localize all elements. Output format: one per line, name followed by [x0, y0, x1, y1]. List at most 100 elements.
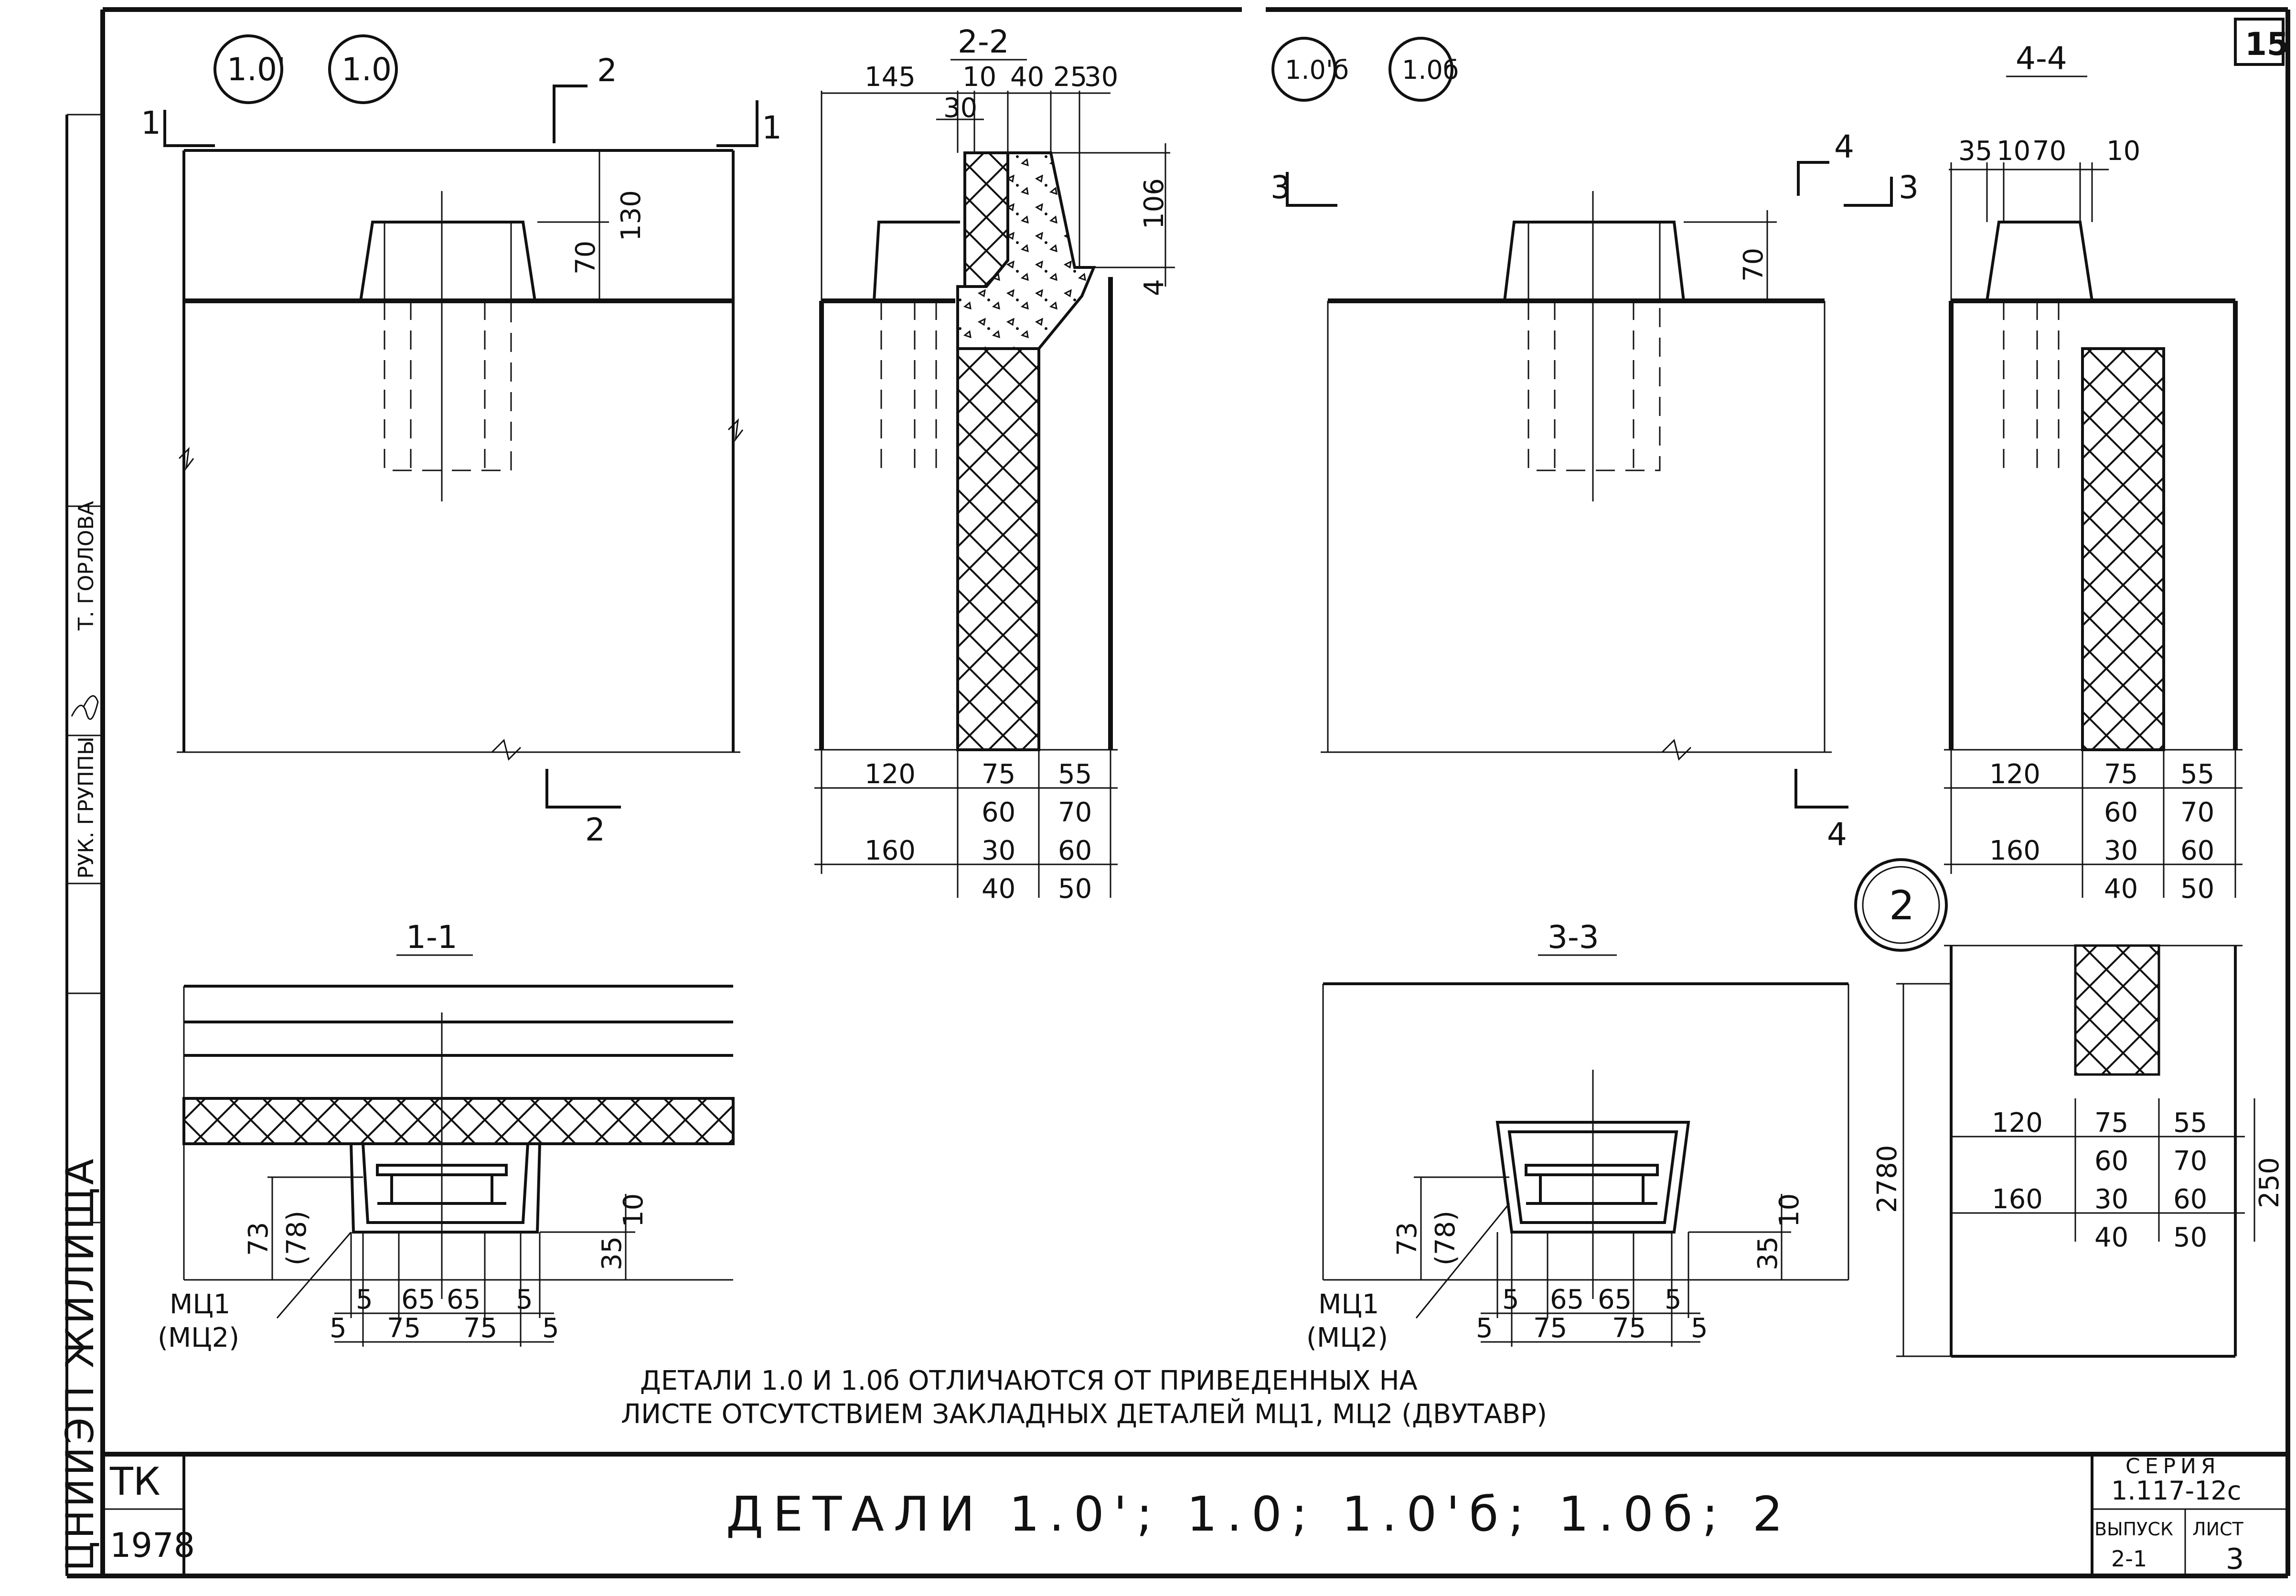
- label-mc1: МЦ1: [170, 1289, 230, 1320]
- dim-70-f: 70: [2173, 1146, 2207, 1177]
- dim-50-c: 50: [2173, 1222, 2207, 1253]
- svg-text:1.0': 1.0': [227, 51, 286, 88]
- dim-75: 75: [982, 759, 1015, 790]
- section-3-3-title: 3-3: [1548, 919, 1599, 956]
- cut-3-left: 3: [1271, 169, 1291, 206]
- dim-55-c: 55: [2173, 1107, 2207, 1138]
- dim-70-b: 70: [1058, 797, 1092, 828]
- dim-70-c: 70: [1738, 248, 1769, 282]
- dim-65-c: 65: [1550, 1284, 1584, 1315]
- detail-marker-1-0: 1.0: [328, 34, 398, 104]
- dim-10-d: 10: [2106, 136, 2140, 167]
- cut-2-top: 2: [597, 52, 617, 89]
- dim-60-b: 60: [1058, 835, 1092, 866]
- drawing-title: ДЕТАЛИ 1.0'; 1.0; 1.0'б; 1.0б; 2: [726, 1486, 1793, 1542]
- year-label: 1978: [110, 1526, 195, 1565]
- dim-120-c: 120: [1992, 1107, 2043, 1138]
- dim-40-d: 40: [2094, 1222, 2128, 1253]
- section-4-4-title: 4-4: [2016, 40, 2067, 77]
- dim-10-s: 10: [618, 1193, 649, 1227]
- dim-65-d: 65: [1598, 1284, 1632, 1315]
- dim-40-b: 40: [982, 873, 1015, 904]
- dim-4: 4: [1139, 279, 1170, 296]
- dim-130: 130: [616, 190, 647, 241]
- dim-5-h: 5: [1691, 1313, 1708, 1344]
- dim-75-f: 75: [1533, 1313, 1567, 1344]
- dim-120: 120: [865, 759, 916, 790]
- label-mc2: (МЦ2): [158, 1322, 239, 1353]
- dim-10-t: 10: [1774, 1193, 1805, 1227]
- group-head-label: РУК. ГРУППЫ: [74, 736, 98, 879]
- dim-75-b: 75: [2104, 759, 2138, 790]
- dim-35: 35: [1958, 136, 1992, 167]
- organization-label: ЦНИИЭП ЖИЛИЩА: [58, 1156, 102, 1571]
- dim-30-sub: 30: [943, 93, 977, 124]
- break-marks: [178, 418, 1692, 761]
- dim-70-e: 70: [2180, 797, 2214, 828]
- dim-30-b: 30: [982, 835, 1015, 866]
- issue-value: 2-1: [2111, 1546, 2147, 1572]
- cut-1-left: 1: [141, 105, 161, 141]
- section-1-1: 1-1 5 65 65 5 5 75 75 5 73 (78) 10: [158, 919, 735, 1353]
- dim-50: 50: [1058, 873, 1092, 904]
- label-mc2-b: (МЦ2): [1306, 1322, 1388, 1353]
- sheet-frame: [65, 7, 2290, 1578]
- dim-55: 55: [1058, 759, 1092, 790]
- dim-160-b: 160: [1989, 835, 2040, 866]
- dim-250: 250: [2254, 1157, 2285, 1208]
- section-3-3: 3-3 5 65 65 5 5 75 75 5 73 (78) 10 35: [1306, 919, 1849, 1353]
- section-4-4: 4-4 35 10 70 10 120 75 55 60 70 160 30 6…: [1944, 40, 2243, 904]
- dim-40-c: 40: [2104, 873, 2138, 904]
- dim-10-c: 10: [1997, 136, 2030, 167]
- dim-30: 30: [1084, 62, 1118, 93]
- dim-78: (78): [281, 1211, 312, 1266]
- dim-70: 70: [570, 241, 601, 275]
- dim-25: 25: [1053, 62, 1087, 93]
- list-label: ЛИСТ: [2192, 1519, 2244, 1540]
- dim-65-a: 65: [401, 1284, 435, 1315]
- person-name: Т. ГОРЛОВА: [74, 501, 98, 631]
- detail-marker-1-0-prime: 1.0': [214, 34, 286, 104]
- dim-70-d: 70: [2032, 136, 2066, 167]
- series-value: 1.117-12с: [2111, 1476, 2241, 1506]
- svg-text:1.0б: 1.0б: [1402, 55, 1459, 85]
- detail-marker-1-0b-prime: 1.0'б: [1271, 37, 1349, 102]
- dim-75-c: 75: [2094, 1107, 2128, 1138]
- dim-65-b: 65: [447, 1284, 481, 1315]
- dim-35-s: 35: [597, 1236, 628, 1270]
- list-value: 3: [2226, 1543, 2244, 1576]
- svg-text:2: 2: [1889, 882, 1914, 929]
- label-mc1-b: МЦ1: [1318, 1289, 1379, 1320]
- note-line-1: ДЕТАЛИ 1.0 И 1.0б ОТЛИЧАЮТСЯ ОТ ПРИВЕДЕН…: [640, 1365, 1418, 1396]
- dim-60-d: 60: [2180, 835, 2214, 866]
- section-1-1-title: 1-1: [406, 919, 458, 956]
- cut-3-right: 3: [1899, 169, 1919, 206]
- dim-5-f: 5: [1665, 1284, 1682, 1315]
- dim-106: 106: [1139, 178, 1170, 229]
- dim-73-b: 73: [1392, 1222, 1423, 1256]
- dim-5-g: 5: [1476, 1313, 1493, 1344]
- dim-2780: 2780: [1872, 1145, 1903, 1213]
- section-2-2-title: 2-2: [958, 23, 1009, 60]
- dim-55-b: 55: [2180, 759, 2214, 790]
- elevation-1-0b: 70 3 3 4 4: [1271, 128, 1919, 853]
- dim-60-e: 60: [2094, 1146, 2128, 1177]
- dim-5-e: 5: [1502, 1284, 1519, 1315]
- dim-120-b: 120: [1989, 759, 2040, 790]
- dim-160: 160: [865, 835, 916, 866]
- note-line-2: ЛИСТЕ ОТСУТСТВИЕМ ЗАКЛАДНЫХ ДЕТАЛЕЙ МЦ1,…: [621, 1398, 1547, 1430]
- dim-75-g: 75: [1612, 1313, 1646, 1344]
- series-label: СЕРИЯ: [2125, 1454, 2221, 1479]
- dim-10: 10: [962, 62, 996, 93]
- dim-50-b: 50: [2180, 873, 2214, 904]
- dim-160-c: 160: [1992, 1184, 2043, 1215]
- detail-marker-1-0b: 1.0б: [1388, 37, 1459, 102]
- dim-78-b: (78): [1430, 1211, 1461, 1266]
- dim-5-a: 5: [356, 1284, 373, 1315]
- section-2-2: 2-2 106 4 145 10 40 25 30 30: [814, 23, 1175, 904]
- sheet-number: 15: [2245, 26, 2289, 63]
- dim-30-c: 30: [2104, 835, 2138, 866]
- detail-marker-2: 2: [1854, 858, 1948, 952]
- cut-1-right: 1: [762, 109, 782, 146]
